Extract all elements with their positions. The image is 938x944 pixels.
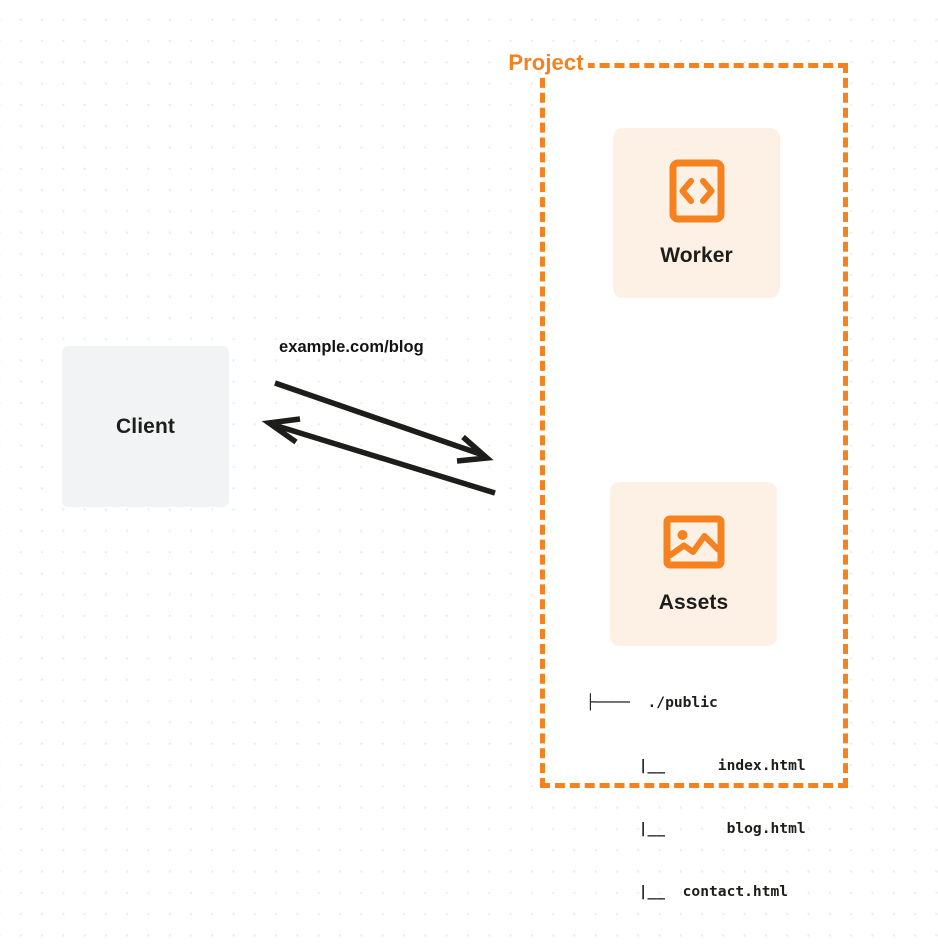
worker-label: Worker xyxy=(660,243,733,267)
request-arrow xyxy=(274,380,494,464)
client-label: Client xyxy=(116,414,175,438)
request-url-label: example.com/blog xyxy=(279,338,424,356)
file-tree-row-blog: |__ blog.html xyxy=(586,820,806,837)
code-brackets-icon xyxy=(669,159,725,228)
file-tree-row-root: ├──── ./public xyxy=(586,694,718,711)
assets-node[interactable]: Assets xyxy=(610,482,777,646)
assets-label: Assets xyxy=(658,590,729,614)
worker-node[interactable]: Worker xyxy=(613,128,780,298)
diagram-canvas: Project Worker Assets ├──── ./public |__ xyxy=(62,49,848,900)
client-node[interactable]: Client xyxy=(62,346,229,507)
response-arrow xyxy=(261,416,496,496)
image-icon xyxy=(663,514,725,575)
assets-file-tree: ├──── ./public |__ index.html |__ blog.h… xyxy=(586,650,806,944)
file-tree-row-index: |__ index.html xyxy=(586,757,806,774)
file-tree-row-contact: |__ contact.html xyxy=(586,883,789,900)
